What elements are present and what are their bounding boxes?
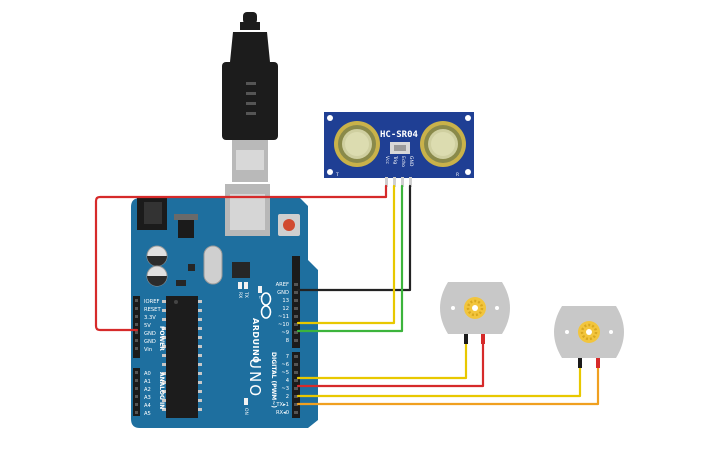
analog-pin-label: A0: [144, 371, 151, 377]
power-pin-label: RESET: [144, 307, 161, 313]
digital-header-bottom[interactable]: [292, 352, 300, 418]
sensor-label: HC-SR04: [380, 130, 419, 140]
transducer-right: [420, 121, 466, 167]
sensor-pin-label: GND: [408, 156, 414, 167]
sensor-corner-t: T: [335, 172, 339, 178]
digital-pin-label: ~10: [278, 322, 289, 328]
l-led: [258, 286, 262, 293]
on-led: [244, 398, 248, 405]
wire-motor2-yellow[interactable]: [296, 364, 582, 398]
power-header[interactable]: [133, 296, 140, 358]
usb-cable[interactable]: [222, 12, 278, 182]
wire-vcc-red[interactable]: [94, 184, 388, 332]
analog-pin-label: A1: [144, 379, 151, 385]
power-pin-label: GND: [144, 331, 156, 337]
arduino-model: UNO: [246, 358, 264, 398]
analog-pin-label: A2: [144, 387, 151, 393]
power-pin-label: GND: [144, 339, 156, 345]
sensor-pin-label: Echo: [400, 156, 406, 167]
transducer-left: [334, 121, 380, 167]
digital-pin-label: RX◂0: [276, 410, 289, 416]
arduino-uno-board[interactable]: IOREF RESET 3.3V 5V GND GND Vin A0 A1 A2…: [131, 184, 318, 428]
power-pin-label: IOREF: [144, 299, 159, 305]
analog-pin-label: A4: [144, 403, 152, 409]
digital-pin-label: ~5: [281, 370, 289, 376]
digital-pin-label: GND: [277, 290, 289, 296]
analog-header[interactable]: [133, 368, 140, 416]
digital-pin-label: 2: [286, 394, 289, 400]
wire-motor1-yellow[interactable]: [296, 340, 468, 380]
sensor-pin-label: Vcc: [384, 156, 390, 165]
rx-label: RX: [237, 292, 243, 298]
sensor-pin-label: Trig: [392, 155, 398, 164]
digital-pin-label: 8: [286, 338, 289, 344]
hc-sr04-sensor[interactable]: HC-SR04 Vcc Trig Echo GND T R: [324, 112, 474, 187]
power-pin-label: Vin: [144, 347, 152, 353]
digital-pin-label: 4: [286, 378, 290, 384]
dc-motor-1[interactable]: [440, 282, 510, 344]
atmega-chip: [166, 296, 198, 418]
digital-pin-label: ~9: [281, 330, 289, 336]
digital-pin-label: 12: [282, 306, 289, 312]
digital-pin-label: 13: [282, 298, 289, 304]
rx-led: [238, 282, 242, 289]
digital-pin-label: 7: [286, 354, 289, 360]
power-section-label: POWER: [158, 326, 165, 351]
digital-pin-label: ~11: [278, 314, 289, 320]
analog-pin-label: A3: [144, 395, 151, 401]
sensor-corner-r: R: [456, 172, 459, 178]
on-label: ON: [243, 408, 249, 415]
dc-motor-2[interactable]: [554, 306, 624, 368]
power-pin-label: 5V: [144, 323, 151, 329]
digital-pin-label: ~3: [281, 386, 289, 392]
digital-pin-label: ~6: [281, 362, 289, 368]
l-label: L: [257, 296, 263, 299]
digital-section-label: DIGITAL (PWM~): [270, 352, 277, 408]
wire-gnd-black[interactable]: [296, 184, 412, 292]
power-pin-label: 3.3V: [144, 315, 156, 321]
tx-led: [244, 282, 248, 289]
digital-pin-label: AREF: [276, 282, 289, 288]
arduino-brand: ARDUINO: [251, 318, 260, 363]
digital-pin-label: TX▸1: [275, 402, 289, 408]
tx-label: TX: [243, 291, 249, 298]
wire-echo-green[interactable]: [296, 184, 404, 333]
analog-section-label: ANALOG IN: [158, 372, 165, 409]
wire-motor2-orange[interactable]: [296, 364, 600, 406]
analog-pin-label: A5: [144, 411, 151, 417]
wire-trig-yellow[interactable]: [296, 184, 396, 325]
wire-motor1-red[interactable]: [296, 340, 485, 388]
